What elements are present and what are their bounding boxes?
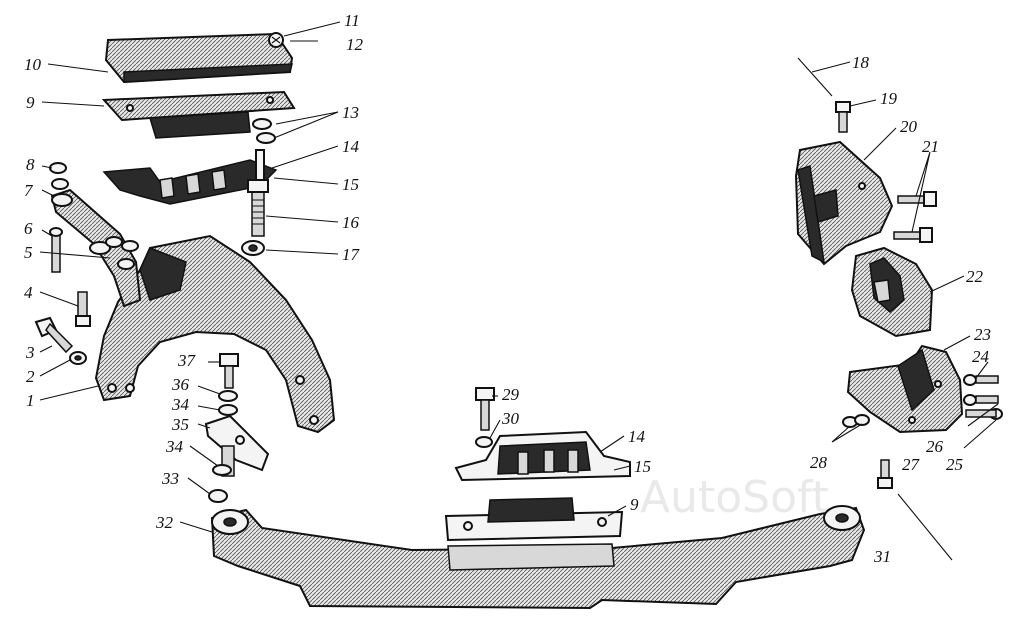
label-8: 8 <box>26 155 35 174</box>
label-14-lower: 14 <box>628 427 646 446</box>
block-20 <box>794 140 894 266</box>
washers-13 <box>252 118 276 144</box>
label-13: 13 <box>342 103 359 122</box>
label-9-upper: 9 <box>26 93 35 112</box>
label-34-lower: 34 <box>165 437 184 456</box>
bolt-29 <box>475 387 495 431</box>
crossmember-32 <box>210 505 866 610</box>
label-18: 18 <box>852 53 870 72</box>
label-32: 32 <box>155 513 174 532</box>
nut-17 <box>241 240 265 256</box>
nut-33 <box>208 489 228 503</box>
label-12: 12 <box>346 35 364 54</box>
washer-36 <box>218 390 238 402</box>
washer-30 <box>475 436 493 448</box>
label-27: 27 <box>902 455 921 474</box>
label-28: 28 <box>810 453 828 472</box>
bolt-27 <box>877 459 893 489</box>
label-33: 33 <box>161 469 179 488</box>
label-10: 10 <box>24 55 42 74</box>
label-6: 6 <box>24 219 33 238</box>
number-labels: 11 12 10 9 13 14 15 16 17 8 7 6 5 4 3 2 … <box>24 11 991 566</box>
pad-10 <box>104 32 294 84</box>
label-9-lower: 9 <box>630 495 639 514</box>
screw-11 <box>268 32 284 48</box>
label-29: 29 <box>502 385 520 404</box>
cushion-14-upper <box>102 159 278 205</box>
nut-2 <box>69 351 87 365</box>
bracket-1 <box>94 234 336 434</box>
bolt-24 <box>963 374 999 386</box>
washer-34-lower <box>212 464 232 476</box>
bolt-19 <box>835 101 851 133</box>
label-16: 16 <box>342 213 360 232</box>
label-24: 24 <box>972 347 990 366</box>
label-36: 36 <box>171 375 190 394</box>
label-15-upper: 15 <box>342 175 359 194</box>
bracket-23 <box>846 344 964 434</box>
bolt-16 <box>247 149 269 237</box>
bolt-4 <box>75 291 91 327</box>
washer-34-upper <box>218 404 238 416</box>
bolt-37 <box>219 353 239 389</box>
bolt-6 <box>49 227 63 273</box>
label-11: 11 <box>344 11 360 30</box>
label-19: 19 <box>880 89 898 108</box>
label-2: 2 <box>26 367 35 386</box>
label-31: 31 <box>873 547 891 566</box>
label-4: 4 <box>24 283 33 302</box>
label-30: 30 <box>501 409 520 428</box>
nuts-28 <box>842 414 870 428</box>
label-14-upper: 14 <box>342 137 360 156</box>
label-21: 21 <box>922 137 939 156</box>
cushion-14-lower <box>454 430 631 482</box>
cushion-22 <box>850 246 934 338</box>
label-1: 1 <box>26 391 35 410</box>
label-7: 7 <box>24 181 34 200</box>
label-35: 35 <box>171 415 189 434</box>
nuts-5 <box>105 236 139 270</box>
bolt-3 <box>34 316 74 354</box>
pin-18 <box>797 57 833 97</box>
label-20: 20 <box>900 117 918 136</box>
label-25: 25 <box>946 455 963 474</box>
arm-7 <box>50 188 142 308</box>
bolt-26 <box>963 394 999 406</box>
label-26: 26 <box>926 437 944 456</box>
label-3: 3 <box>25 343 35 362</box>
pin-31 <box>897 493 953 561</box>
bolts-21 <box>893 191 937 243</box>
label-23: 23 <box>974 325 991 344</box>
plate-9-upper <box>101 90 296 139</box>
label-37: 37 <box>177 351 197 370</box>
label-17: 17 <box>342 245 361 264</box>
label-15-lower: 15 <box>634 457 651 476</box>
label-5: 5 <box>24 243 33 262</box>
watermark: AutoSoft <box>640 472 829 523</box>
label-34-upper: 34 <box>171 395 190 414</box>
label-22: 22 <box>966 267 984 286</box>
plate-9-lower <box>444 497 624 542</box>
nut-8 <box>49 162 69 190</box>
leader-lines <box>39 21 999 533</box>
